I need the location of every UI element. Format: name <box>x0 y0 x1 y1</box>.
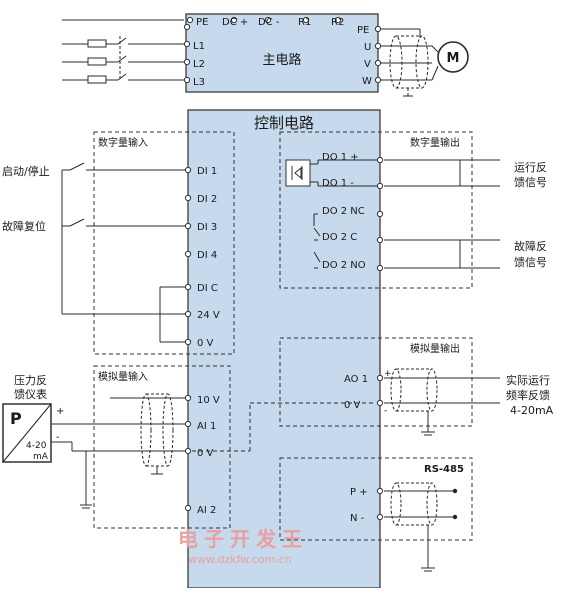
pressure-transmitter-icon <box>2 403 52 463</box>
watermark-text: 电子开发王 <box>178 527 308 551</box>
main-top-terminals: PE DC + DC - R1 R2 <box>186 16 344 28</box>
terminal-n-minus: N - <box>350 513 365 524</box>
transmitter-plus: + <box>56 406 64 417</box>
terminal-pe-out: PE <box>357 25 369 36</box>
transmitter-symbol: P <box>10 409 22 428</box>
main-left-terminals: L1 L2 L3 <box>183 23 205 88</box>
terminal-ai2: AI 2 <box>197 505 216 516</box>
watermark-url: www.dzkfw.com.cn <box>188 553 292 566</box>
terminal-ai1: AI 1 <box>197 421 216 432</box>
analog-output-section: 模拟量输出 AO 1 0 V + - <box>279 337 500 436</box>
transmitter-range-1: 4-20 <box>26 441 47 451</box>
digital-output-frame <box>279 131 473 289</box>
terminal-p-plus: P + <box>350 487 368 498</box>
transmitter-minus: - <box>56 432 60 443</box>
terminal-0v-ao: 0 V <box>344 400 361 411</box>
digital-input-wiring <box>61 162 185 343</box>
control-circuit: 控制电路 <box>187 109 381 589</box>
digital-output-title: 数字量输出 <box>410 136 460 149</box>
main-circuit-box <box>185 13 379 93</box>
rs485-section: RS-485 P + N - <box>279 457 473 572</box>
analog-input-wiring <box>51 393 376 509</box>
main-circuit: 主电路 PE DC + DC - R1 R2 L1 L2 L3 PE <box>183 13 382 93</box>
control-circuit-title: 控制电路 <box>254 114 314 132</box>
terminal-do2-c: DO 2 C <box>322 232 357 243</box>
terminal-di4: DI 4 <box>197 250 217 261</box>
analog-output-title: 模拟量输出 <box>410 342 460 355</box>
digital-input-section: 数字量输入 DI 1 DI 2 DI 3 DI 4 DI C 24 V 0 V … <box>2 131 235 355</box>
label-fault-feedback-2: 馈信号 <box>514 256 547 269</box>
main-circuit-title: 主电路 <box>262 52 301 68</box>
terminal-0v-ai: 0 V <box>197 448 214 459</box>
terminal-ao1: AO 1 <box>344 374 368 385</box>
terminal-di1: DI 1 <box>197 166 217 177</box>
analog-output-wiring <box>384 368 500 436</box>
terminal-10v: 10 V <box>197 395 220 406</box>
control-circuit-box <box>187 109 381 589</box>
rs485-wiring <box>384 482 455 572</box>
motor-label: M <box>447 51 460 66</box>
label-fault-feedback-1: 故障反 <box>514 239 547 253</box>
label-freq-feedback-1: 实际运行 <box>506 373 550 387</box>
mains-input-lines <box>62 19 184 84</box>
terminal-l3: L3 <box>193 77 205 88</box>
digital-input-title: 数字量输入 <box>98 136 148 149</box>
digital-output-wiring <box>310 159 500 269</box>
main-right-terminals: PE U V W <box>357 25 382 87</box>
terminal-dc-plus: DC + <box>222 17 248 28</box>
optocoupler-icon <box>285 159 311 187</box>
ao-plus: + <box>384 369 392 379</box>
digital-input-frame <box>93 131 235 355</box>
terminal-l1: L1 <box>193 41 205 52</box>
rs485-title: RS-485 <box>424 464 464 475</box>
terminal-do2-nc: DO 2 NC <box>322 206 365 217</box>
digital-output-section: 数字量输出 DO 1 + DO 1 - DO 2 NC DO 2 C DO 2 … <box>279 131 500 289</box>
terminal-di3: DI 3 <box>197 222 217 233</box>
watermark: 电子开发王 www.dzkfw.com.cn <box>178 527 308 566</box>
terminal-r2: R2 <box>331 17 344 28</box>
terminal-l2: L2 <box>193 59 205 70</box>
analog-input-title: 模拟量输入 <box>98 370 148 383</box>
label-start-stop: 启动/停止 <box>2 164 50 178</box>
label-transmitter-2: 馈仪表 <box>14 387 47 401</box>
terminal-r1: R1 <box>298 17 311 28</box>
terminal-dc-minus: DC - <box>258 17 280 28</box>
analog-input-frame <box>93 365 231 529</box>
terminal-do1-minus: DO 1 - <box>322 178 354 189</box>
label-transmitter-1: 压力反 <box>14 374 47 387</box>
analog-input-section: 模拟量输入 10 V AI 1 0 V AI 2 压力反 馈仪表 P 4-20 … <box>2 365 376 529</box>
terminal-pe-top: PE <box>196 17 208 28</box>
terminal-u: U <box>364 42 371 53</box>
rs485-frame <box>279 457 473 541</box>
terminal-dic: DI C <box>197 283 218 294</box>
motor-symbol <box>437 41 469 73</box>
terminal-0v-di: 0 V <box>197 338 214 349</box>
label-run-feedback-2: 馈信号 <box>514 176 547 189</box>
transmitter-range-2: mA <box>33 452 49 462</box>
terminal-di2: DI 2 <box>197 194 217 205</box>
motor-wiring <box>381 28 439 97</box>
motor: M <box>437 41 469 73</box>
terminal-w: W <box>362 76 372 87</box>
terminal-v: V <box>364 59 371 70</box>
ao-minus: - <box>384 406 387 416</box>
terminal-24v: 24 V <box>197 310 220 321</box>
label-freq-feedback-2: 频率反馈 <box>506 388 550 402</box>
terminal-do2-no: DO 2 NO <box>322 260 366 271</box>
label-freq-feedback-3: 4-20mA <box>510 404 554 417</box>
label-run-feedback-1: 运行反 <box>514 161 547 174</box>
terminal-do1-plus: DO 1 + <box>322 152 359 163</box>
label-fault-reset: 故障复位 <box>2 219 46 233</box>
